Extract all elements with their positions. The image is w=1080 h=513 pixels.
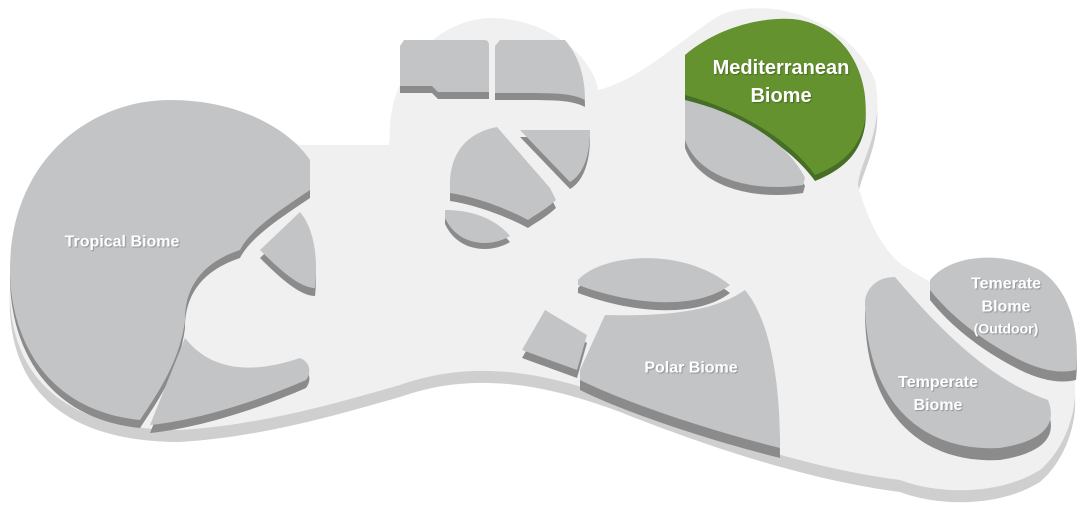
zone-center-triangle[interactable]	[520, 130, 590, 189]
label-line: Mediterranean	[712, 57, 850, 79]
zone-polar[interactable]	[580, 290, 780, 458]
label-line: Tropical Biome	[64, 233, 180, 251]
zone-center-lens[interactable]	[445, 210, 510, 249]
label-line: Polar Biome	[644, 359, 738, 377]
zone-mediterranean-south[interactable]	[685, 100, 805, 196]
label-line: Biome	[750, 85, 812, 107]
label-line: Temperate	[898, 373, 978, 391]
label-tropical: Tropical Biome	[65, 230, 180, 253]
zone-center-wedge[interactable]	[450, 127, 556, 228]
label-temperate: Temperate Biome	[898, 371, 978, 417]
zone-polar-west[interactable]	[522, 310, 587, 378]
zone-north-right[interactable]	[495, 40, 585, 107]
zone-temperate-outdoor[interactable]	[930, 257, 1077, 382]
label-polar: Polar Biome	[644, 356, 737, 379]
label-line: Blome	[981, 298, 1031, 316]
zone-tropical-annex[interactable]	[260, 212, 317, 296]
label-line: Temerate	[971, 275, 1041, 293]
zone-tropical[interactable]	[10, 100, 310, 428]
zone-north-left[interactable]	[400, 40, 489, 99]
label-line: (Outdoor)	[973, 321, 1039, 338]
label-mediterranean: Mediterranean Biome	[713, 54, 850, 110]
zone-mediterranean[interactable]	[685, 18, 866, 181]
zone-temperate[interactable]	[865, 277, 1051, 461]
label-temperate-outdoor: Temerate Blome (Outdoor)	[971, 273, 1041, 340]
label-line: Biome	[913, 397, 963, 414]
zone-tropical-south[interactable]	[150, 338, 310, 433]
zone-polar-north[interactable]	[578, 258, 730, 311]
